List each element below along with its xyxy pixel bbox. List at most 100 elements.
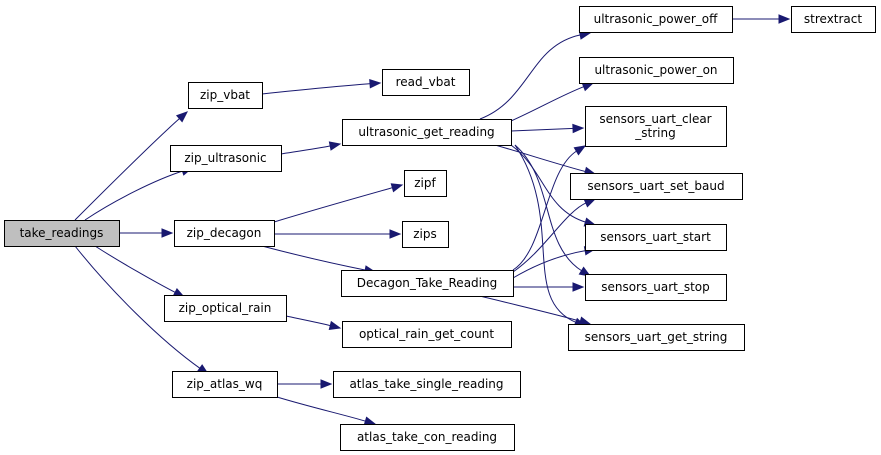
edge-line <box>74 245 201 370</box>
edge-line <box>510 127 575 132</box>
node-label: zip_vbat <box>200 88 250 102</box>
edge-line <box>276 396 367 422</box>
node-zip_vbat[interactable]: zip_vbat <box>188 82 263 109</box>
node-box <box>170 145 282 172</box>
node-zip_atlas_wq[interactable]: zip_atlas_wq <box>172 371 278 398</box>
arrowhead <box>573 145 587 156</box>
edge-ultrasonic_get_reading-to-sensors_uart_clear_string <box>510 123 585 134</box>
edge-line <box>94 245 177 294</box>
node-read_vbat[interactable]: read_vbat <box>382 69 470 96</box>
node-zip_decagon[interactable]: zip_decagon <box>174 220 275 247</box>
node-label: zip_decagon <box>187 226 262 240</box>
node-label: optical_rain_get_count <box>359 327 494 341</box>
node-label: ultrasonic_power_off <box>594 12 718 26</box>
node-label: zipf <box>414 176 436 190</box>
node-box <box>342 119 512 146</box>
edge-Decagon_Take_Reading-to-sensors_uart_stop <box>513 282 585 292</box>
node-box <box>568 324 745 351</box>
arrowhead <box>328 141 342 151</box>
node-optical_rain_get_count[interactable]: optical_rain_get_count <box>342 321 512 348</box>
node-atlas_take_con_reading[interactable]: atlas_take_con_reading <box>340 424 515 451</box>
node-box <box>188 82 263 109</box>
edge-line <box>280 145 332 155</box>
node-ultrasonic_power_on[interactable]: ultrasonic_power_on <box>579 57 734 84</box>
node-label: zip_atlas_wq <box>187 377 263 391</box>
node-label: ultrasonic_get_reading <box>358 125 494 139</box>
node-zips[interactable]: zips <box>402 221 449 248</box>
edge-zip_atlas_wq-to-atlas_take_con_reading <box>276 396 377 426</box>
node-label: sensors_uart_clear <box>599 112 711 126</box>
arrowhead <box>389 229 402 239</box>
edge-ultrasonic_get_reading-to-sensors_uart_stop <box>514 144 592 277</box>
edge-line <box>261 83 372 95</box>
edge-Decagon_Take_Reading-to-sensors_uart_get_string <box>479 295 592 326</box>
node-label: zip_ultrasonic <box>184 151 266 165</box>
node-zipf[interactable]: zipf <box>404 170 447 197</box>
arrowhead <box>578 316 592 326</box>
edge-line <box>510 144 587 223</box>
node-label: sensors_uart_stop <box>601 280 710 294</box>
node-sensors_uart_start[interactable]: sensors_uart_start <box>585 224 727 251</box>
edge-ultrasonic_get_reading-to-ultrasonic_power_off <box>479 30 592 120</box>
node-label: zip_optical_rain <box>179 301 272 315</box>
node-zip_ultrasonic[interactable]: zip_ultrasonic <box>170 145 282 172</box>
node-label: _string <box>634 126 675 140</box>
edge-zip_decagon-to-zips <box>274 229 402 239</box>
node-label: sensors_uart_set_baud <box>587 179 724 193</box>
node-box <box>174 220 275 247</box>
edge-zip_vbat-to-read_vbat <box>261 79 382 95</box>
node-strextract[interactable]: strextract <box>791 6 876 33</box>
node-label: strextract <box>804 12 862 26</box>
edge-line <box>285 315 332 327</box>
edge-line <box>514 144 577 324</box>
arrowhead <box>390 183 404 193</box>
node-box <box>579 57 734 84</box>
node-ultrasonic_power_off[interactable]: ultrasonic_power_off <box>579 6 733 33</box>
edge-line <box>74 117 181 221</box>
node-atlas_take_single_reading[interactable]: atlas_take_single_reading <box>333 371 521 398</box>
node-Decagon_Take_Reading[interactable]: Decagon_Take_Reading <box>341 270 514 297</box>
edge-ultrasonic_get_reading-to-sensors_uart_get_string <box>514 144 587 327</box>
node-box <box>172 371 278 398</box>
node-sensors_uart_stop[interactable]: sensors_uart_stop <box>585 274 727 301</box>
edge-line <box>510 85 585 122</box>
edge-zip_decagon-to-Decagon_Take_Reading <box>261 245 377 275</box>
arrowhead <box>161 228 174 238</box>
edge-line <box>479 34 582 120</box>
edge-take_readings-to-zip_decagon <box>119 228 174 238</box>
node-box <box>579 6 733 33</box>
edge-line <box>84 170 184 221</box>
edge-line <box>512 202 587 273</box>
function-nodes: take_readings zip_vbat zip_ultrasonic zip_d… <box>4 6 876 451</box>
edge-Decagon_Take_Reading-to-sensors_uart_clear_string <box>512 145 587 271</box>
node-box <box>164 295 287 322</box>
arrowhead <box>363 416 377 426</box>
arrowhead <box>581 82 595 92</box>
edge-zip_optical_rain-to-optical_rain_get_count <box>285 315 342 331</box>
node-take_readings[interactable]: take_readings <box>4 220 120 247</box>
arrowhead <box>369 79 382 89</box>
edge-ultrasonic_get_reading-to-ultrasonic_power_on <box>510 82 595 122</box>
node-sensors_uart_clear_string[interactable]: sensors_uart_clear_string <box>585 106 727 147</box>
edge-take_readings-to-zip_vbat <box>74 111 189 221</box>
arrowhead <box>578 266 592 277</box>
edge-line <box>494 144 587 173</box>
node-sensors_uart_set_baud[interactable]: sensors_uart_set_baud <box>570 173 743 200</box>
edge-zip_decagon-to-zipf <box>273 183 404 223</box>
node-box <box>570 173 743 200</box>
arrowhead <box>572 123 585 134</box>
node-box <box>342 321 512 348</box>
node-zip_optical_rain[interactable]: zip_optical_rain <box>164 295 287 322</box>
edge-line <box>514 144 583 272</box>
arrowhead <box>175 111 189 123</box>
edge-line <box>261 245 367 271</box>
node-box <box>585 274 727 301</box>
node-label: atlas_take_single_reading <box>349 377 503 391</box>
edge-line <box>273 186 394 223</box>
node-sensors_uart_get_string[interactable]: sensors_uart_get_string <box>568 324 745 351</box>
node-ultrasonic_get_reading[interactable]: ultrasonic_get_reading <box>342 119 512 146</box>
arrowhead <box>778 14 791 24</box>
edge-zip_atlas_wq-to-atlas_take_single_reading <box>276 379 333 389</box>
node-box <box>333 371 521 398</box>
